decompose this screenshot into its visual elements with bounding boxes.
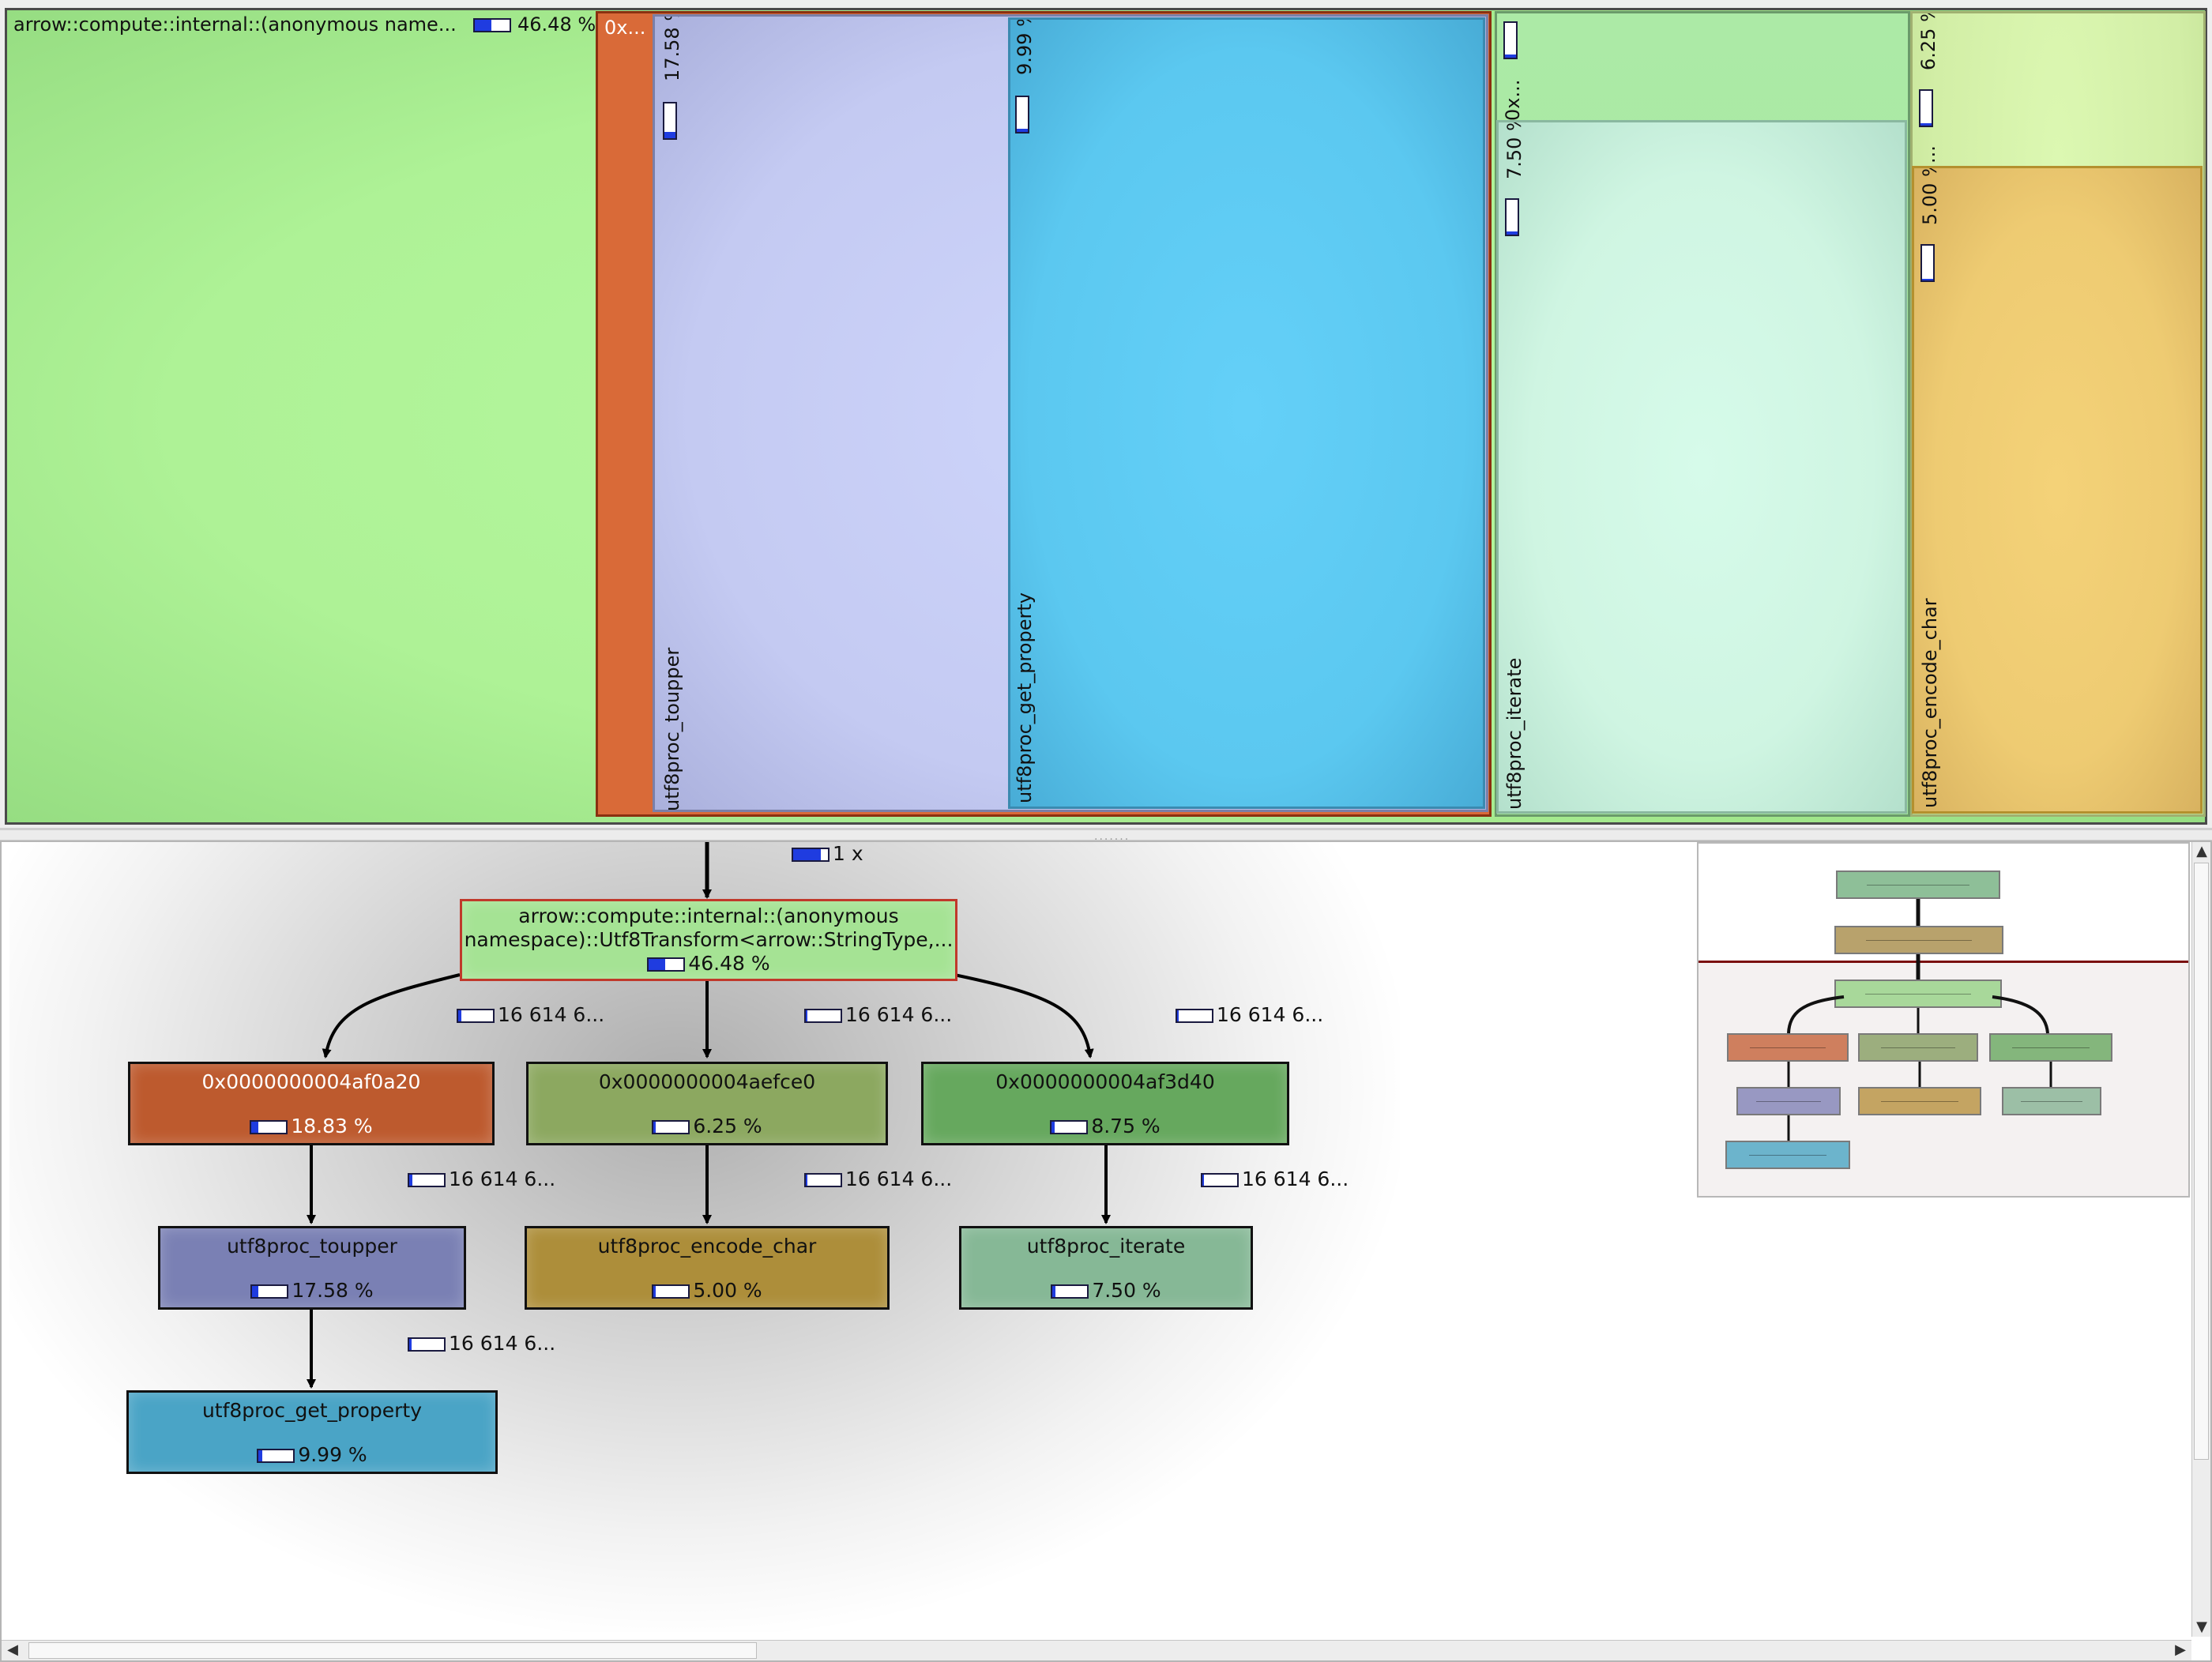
node-percent: 18.83 %: [291, 1115, 373, 1137]
tile-percent: 9.99 %: [1014, 17, 1036, 75]
scroll-up-icon[interactable]: ▲: [2196, 843, 2207, 859]
node-name-line1: arrow::compute::internal::(anonymous: [518, 904, 899, 927]
node-name: utf8proc_encode_char: [597, 1235, 817, 1258]
minimap-node: [1736, 1087, 1841, 1115]
call-graph-edges: [307, 842, 1111, 1389]
node-name: 0x0000000004aefce0: [598, 1070, 816, 1093]
node-utf8transform[interactable]: arrow::compute::internal::(anonymous nam…: [460, 899, 957, 981]
minimap-edges: [1787, 899, 2052, 1141]
edge-root-to-af3d40: [954, 973, 1094, 1058]
minimap-viewport-marker: [1698, 961, 2188, 963]
minimap-node: [1836, 870, 2000, 899]
node-name: utf8proc_toupper: [227, 1235, 397, 1258]
node-name: utf8proc_iterate: [1026, 1235, 1186, 1258]
panel-splitter[interactable]: ·······: [0, 829, 2212, 846]
edge-cost-label: 16 614 6...: [804, 1168, 952, 1190]
minimap-node: [1834, 980, 2002, 1008]
edge-cost-label: 16 614 6...: [1176, 1003, 1323, 1026]
node-percent: 17.58 %: [292, 1279, 374, 1302]
vertical-scrollbar[interactable]: ▲ ▼: [2191, 842, 2210, 1637]
tile-cost-bar: [1505, 198, 1519, 236]
node-cost-bar: [647, 957, 686, 972]
minimap-node: [1727, 1033, 1849, 1062]
tile-cost-bar: [1015, 96, 1029, 133]
tile-percent: 5.00 %: [1919, 166, 1941, 225]
node-percent: 8.75 %: [1091, 1115, 1161, 1137]
node-cost-bar: [652, 1284, 690, 1299]
minimap-node: [1834, 926, 2003, 954]
tile-name: utf8proc_toupper: [661, 647, 683, 811]
treemap-tile-utf8proc-iterate[interactable]: 7.50 % utf8proc_iterate: [1496, 120, 1907, 814]
minimap-node: [1725, 1141, 1850, 1169]
node-cost-bar: [652, 1120, 690, 1134]
minimap-node: [1858, 1033, 1978, 1062]
node-name-line2: namespace)::Utf8Transform<arrow::StringT…: [464, 928, 954, 951]
node-af0a20[interactable]: 0x0000000004af0a20 18.83 %: [128, 1062, 495, 1145]
tile-cost-bar: [663, 102, 677, 140]
edge-call-count-label: 1 x: [792, 842, 863, 865]
node-name: utf8proc_get_property: [201, 1399, 423, 1422]
tile-label: 0x...: [604, 17, 646, 39]
tile-name: utf8proc_iterate: [1503, 657, 1525, 810]
edge-root-to-af0a20: [322, 973, 461, 1058]
node-cost-bar: [1050, 1120, 1089, 1134]
tile-percent: 7.50 %: [1503, 120, 1525, 179]
call-graph-view: 1 x arrow::compute::internal::(anonymous…: [0, 840, 2212, 1662]
graph-overview-minimap[interactable]: [1697, 842, 2190, 1198]
tile-cost-bar: [1919, 89, 1933, 127]
edge-cost-label: 16 614 6...: [457, 1003, 604, 1026]
tile-cost-bar: [1503, 21, 1518, 59]
tile-cost-bar: [1920, 244, 1935, 282]
tile-label: ...: [1917, 145, 1939, 164]
edge-cost-bar: [792, 848, 830, 862]
node-cost-bar: [250, 1284, 289, 1299]
edge-cost-label: 16 614 6...: [408, 1332, 555, 1355]
tile-percent: 6.25 %: [1917, 11, 1939, 70]
node-percent: 9.99 %: [298, 1443, 367, 1466]
node-cost-bar: [1051, 1284, 1089, 1299]
minimap-node: [1858, 1087, 1981, 1115]
tile-label: arrow::compute::internal::(anonymous nam…: [13, 13, 457, 36]
treemap-tile-utf8proc-encode-char[interactable]: 5.00 % utf8proc_encode_char: [1912, 166, 2203, 814]
node-utf8proc-iterate[interactable]: utf8proc_iterate 7.50 %: [959, 1226, 1253, 1310]
node-af3d40[interactable]: 0x0000000004af3d40 8.75 %: [921, 1062, 1289, 1145]
node-name: 0x0000000004af3d40: [995, 1070, 1215, 1093]
treemap-view: arrow::compute::internal::(anonymous nam…: [0, 0, 2212, 829]
edge-cost-label: 16 614 6...: [408, 1168, 555, 1190]
minimap-node: [2002, 1087, 2101, 1115]
edge-cost-label: 16 614 6...: [804, 1003, 952, 1026]
node-percent: 6.25 %: [693, 1115, 762, 1137]
tile-label: 0x...: [1502, 79, 1524, 121]
tile-percent: 46.48 %: [517, 13, 596, 36]
node-percent: 7.50 %: [1092, 1279, 1161, 1302]
minimap-node: [1989, 1033, 2112, 1062]
tile-cost-bar: [473, 18, 512, 32]
tile-name: utf8proc_encode_char: [1919, 598, 1941, 808]
edge-cost-label: 16 614 6...: [1201, 1168, 1349, 1190]
tile-name: utf8proc_get_property: [1014, 592, 1036, 803]
scroll-left-icon[interactable]: ◀: [7, 1641, 18, 1658]
node-percent: 46.48 %: [688, 952, 770, 975]
node-cost-bar: [250, 1120, 288, 1134]
node-percent: 5.00 %: [693, 1279, 762, 1302]
node-utf8proc-encode-char[interactable]: utf8proc_encode_char 5.00 %: [525, 1226, 890, 1310]
scroll-down-icon[interactable]: ▼: [2196, 1619, 2207, 1635]
node-name: 0x0000000004af0a20: [201, 1070, 421, 1093]
horizontal-scrollbar[interactable]: ◀ ▶: [2, 1640, 2191, 1660]
treemap-tile-utf8proc-get-property[interactable]: 9.99 % utf8proc_get_property: [1008, 17, 1485, 809]
node-cost-bar: [257, 1449, 295, 1463]
scroll-right-icon[interactable]: ▶: [2175, 1641, 2186, 1658]
node-aefce0[interactable]: 0x0000000004aefce0 6.25 %: [526, 1062, 888, 1145]
vertical-scroll-thumb[interactable]: [2194, 863, 2209, 1460]
node-utf8proc-toupper[interactable]: utf8proc_toupper 17.58 %: [158, 1226, 466, 1310]
node-utf8proc-get-property[interactable]: utf8proc_get_property 9.99 %: [126, 1390, 498, 1474]
horizontal-scroll-thumb[interactable]: [28, 1642, 757, 1659]
tile-percent: 17.58 %: [661, 14, 683, 81]
